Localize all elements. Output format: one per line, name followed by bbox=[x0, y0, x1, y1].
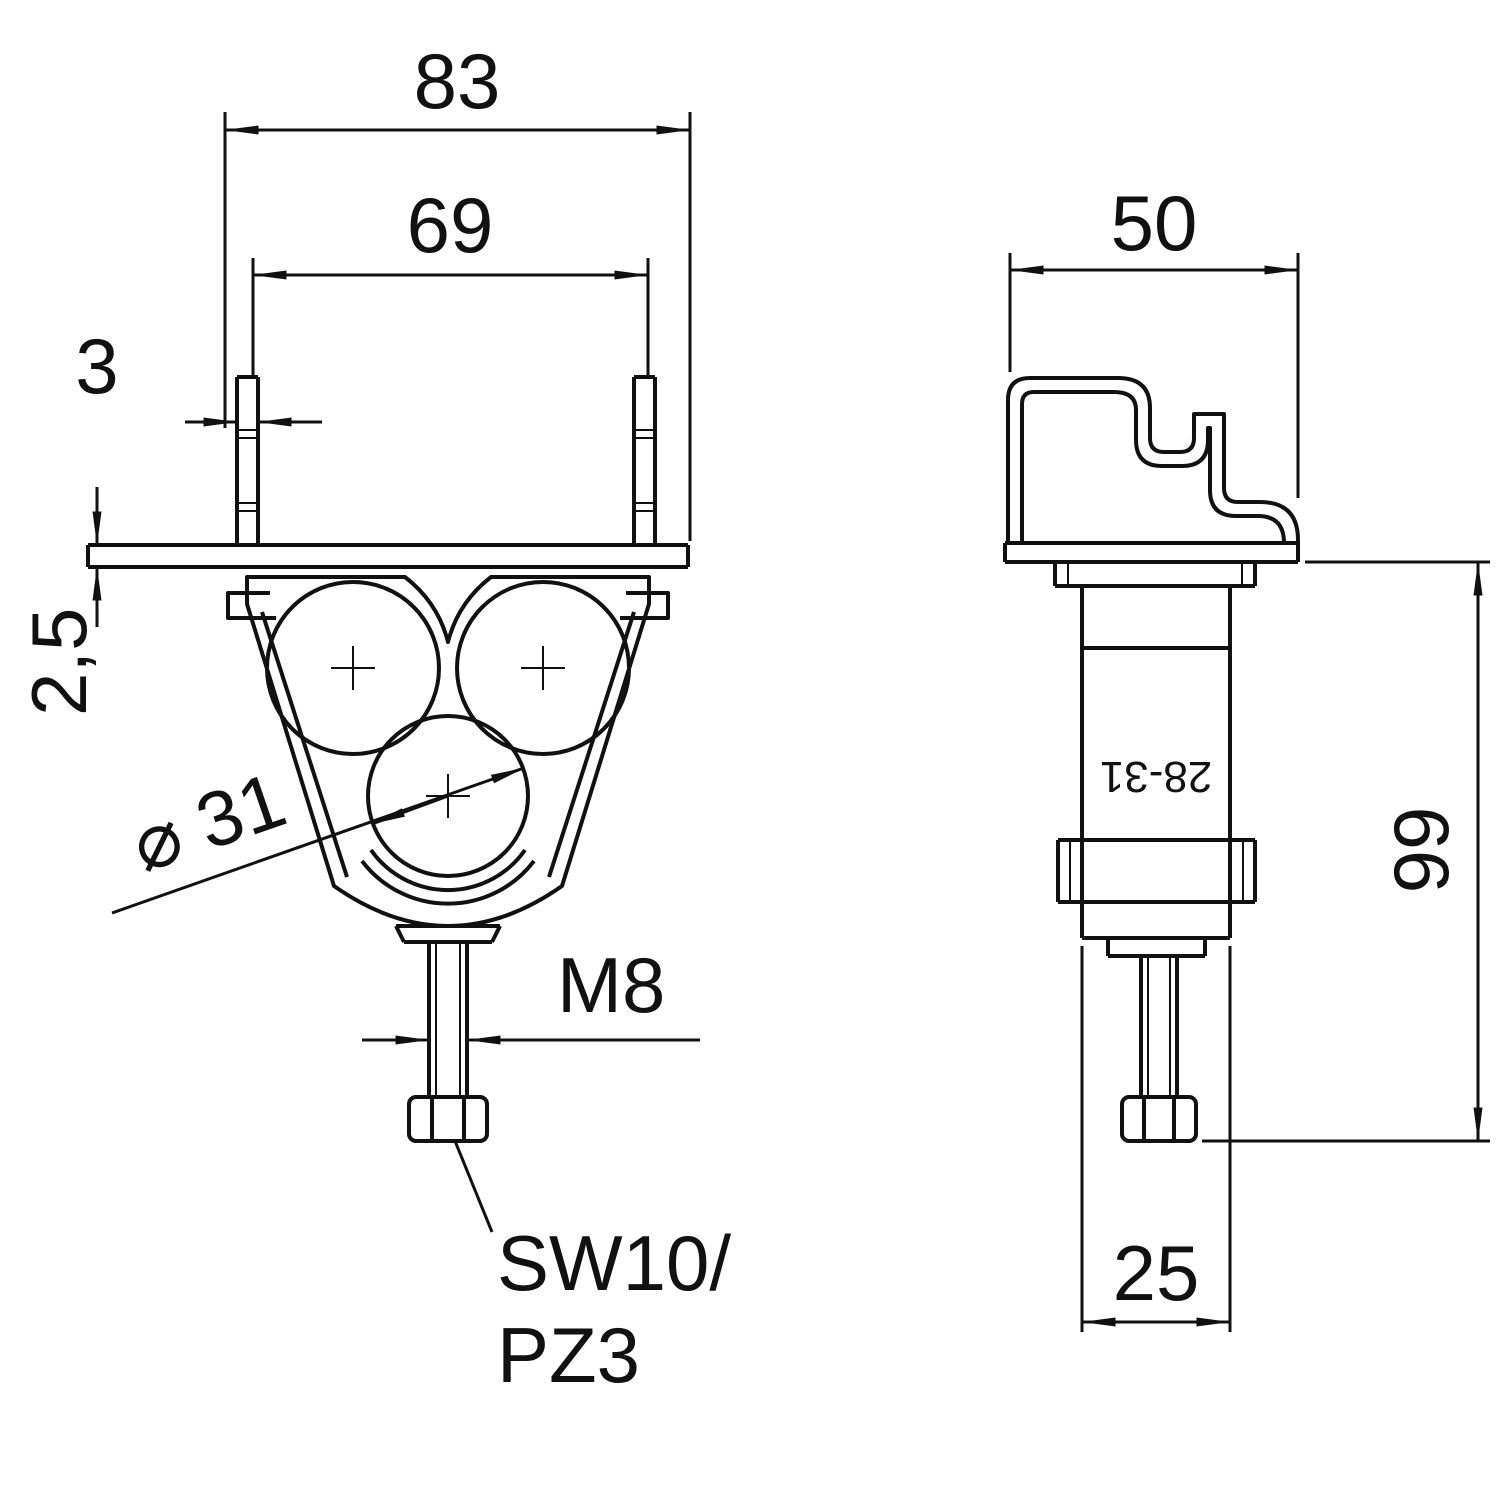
mounting-flange bbox=[86, 543, 690, 569]
center-mark-right bbox=[521, 646, 565, 690]
clamp-body bbox=[226, 575, 670, 944]
hex-nut-side bbox=[1120, 1095, 1198, 1143]
hook-profile bbox=[1006, 376, 1300, 544]
dim-bottom-width-label: 25 bbox=[1113, 1229, 1200, 1317]
dim-outer-width-label: 83 bbox=[414, 37, 501, 125]
dim-flange-thickness-label: 2,5 bbox=[15, 608, 103, 716]
clamp-outline bbox=[245, 575, 651, 928]
drive-label-line2: PZ3 bbox=[497, 1311, 640, 1399]
left-leg bbox=[235, 375, 260, 545]
dim-outer-width: 83 bbox=[223, 37, 692, 541]
boss bbox=[394, 924, 502, 944]
product-marking: 28-31 bbox=[1100, 752, 1213, 801]
dim-wall-thickness: 3 bbox=[75, 322, 322, 427]
side-view: 28-31 bbox=[1003, 179, 1490, 1332]
dim-wall-thickness-label: 3 bbox=[75, 322, 118, 410]
left-ear bbox=[226, 591, 276, 620]
saddle-arc-outer bbox=[360, 859, 536, 906]
right-ear bbox=[620, 591, 670, 620]
dim-inner-width-label: 69 bbox=[407, 181, 494, 269]
dim-thread: M8 bbox=[362, 941, 700, 1045]
dim-bottom-width: 25 bbox=[1080, 946, 1232, 1332]
front-view: 83 69 3 2,5 ⌀ 31 bbox=[15, 37, 731, 1399]
clamp-body-side: 28-31 bbox=[1056, 586, 1257, 958]
dim-thread-label: M8 bbox=[557, 941, 665, 1029]
dim-depth-label: 50 bbox=[1111, 179, 1198, 267]
bolt-side bbox=[1120, 956, 1198, 1143]
dim-cable-diameter-label: ⌀ 31 bbox=[120, 755, 296, 889]
center-mark-left bbox=[331, 646, 375, 690]
boss-side bbox=[1106, 938, 1207, 958]
dim-depth: 50 bbox=[1008, 179, 1300, 498]
dim-inner-width: 69 bbox=[251, 181, 650, 375]
cable-circle-left bbox=[265, 580, 441, 756]
dim-height-label: 99 bbox=[1377, 807, 1465, 894]
drive-callout: SW10/ PZ3 bbox=[453, 1140, 731, 1399]
leader-line bbox=[453, 1140, 494, 1233]
drive-label-line1: SW10/ bbox=[497, 1219, 731, 1307]
top-plate bbox=[1053, 562, 1257, 588]
collar-band bbox=[1056, 838, 1257, 904]
right-leg bbox=[632, 375, 657, 545]
side-flange bbox=[1003, 541, 1300, 564]
hex-nut bbox=[407, 1095, 489, 1143]
cable-circle-right bbox=[455, 580, 631, 756]
dim-flange-thickness: 2,5 bbox=[15, 487, 103, 716]
cable-circle-bottom bbox=[366, 714, 530, 878]
bolt bbox=[407, 942, 489, 1143]
saddle-arc-inner bbox=[369, 848, 527, 893]
dim-height: 99 bbox=[1202, 560, 1490, 1143]
